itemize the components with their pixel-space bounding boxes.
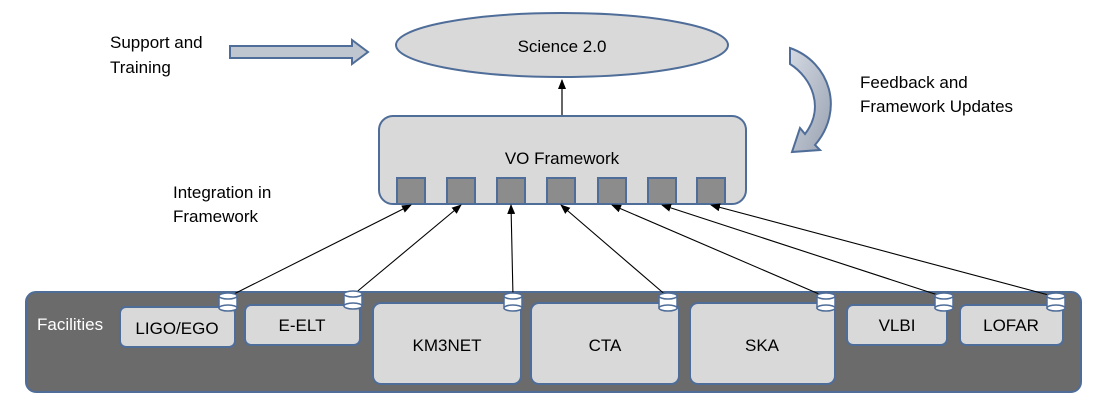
- support-arrow: [229, 38, 370, 66]
- arrow-km3net: [507, 204, 516, 298]
- database-icon-ligo: [218, 292, 238, 312]
- arrow-ligo: [227, 204, 412, 298]
- facility-label-ligo: LIGO/EGO: [135, 319, 218, 338]
- facility-label-eelt: E-ELT: [279, 316, 326, 335]
- port-3: [496, 177, 526, 205]
- database-icon-km3net: [503, 292, 523, 312]
- arrow-eelt: [352, 204, 462, 296]
- facility-box-ligo: [119, 306, 236, 348]
- feedback-label-line1: Feedback and: [860, 73, 968, 92]
- science-label: Science 2.0: [518, 37, 607, 56]
- database-icon-lofar: [1046, 292, 1066, 312]
- port-7: [696, 177, 726, 205]
- support-label-line2: Training: [110, 58, 171, 77]
- facility-box-vlbi: [846, 304, 948, 346]
- database-icon-eelt: [343, 290, 363, 310]
- vo-framework-label: VO Framework: [505, 149, 620, 168]
- vo-ports: [396, 177, 726, 205]
- feedback-label-line2: Framework Updates: [860, 97, 1013, 116]
- facility-box-km3net: [372, 302, 522, 385]
- support-label-line1: Support and: [110, 33, 203, 52]
- port-5: [597, 177, 627, 205]
- arrow-ska: [611, 204, 827, 298]
- port-2: [446, 177, 476, 205]
- database-icon-vlbi: [934, 292, 954, 312]
- arrow-cta: [560, 204, 669, 298]
- integration-label-line1: Integration in: [173, 183, 271, 202]
- facility-label-ska: SKA: [745, 336, 780, 355]
- port-1: [396, 177, 426, 205]
- integration-arrows: [227, 203, 1057, 298]
- facility-label-lofar: LOFAR: [983, 316, 1039, 335]
- facility-box-ska: [689, 302, 836, 385]
- facility-label-km3net: KM3NET: [413, 336, 482, 355]
- facility-box-cta: [530, 302, 680, 385]
- arrow-lofar: [710, 203, 1057, 298]
- arrow-vlbi: [661, 203, 945, 298]
- integration-label-line2: Framework: [173, 207, 259, 226]
- port-6: [647, 177, 677, 205]
- facility-box-lofar: [959, 304, 1064, 346]
- facility-label-vlbi: VLBI: [879, 316, 916, 335]
- science-ellipse: [395, 12, 729, 78]
- facilities-label: Facilities: [37, 315, 103, 334]
- port-4: [546, 177, 576, 205]
- facility-box-eelt: [244, 304, 361, 346]
- feedback-curved-arrow: [789, 46, 832, 154]
- database-icon-cta: [658, 292, 678, 312]
- facility-label-cta: CTA: [589, 336, 622, 355]
- database-icon-ska: [816, 292, 836, 312]
